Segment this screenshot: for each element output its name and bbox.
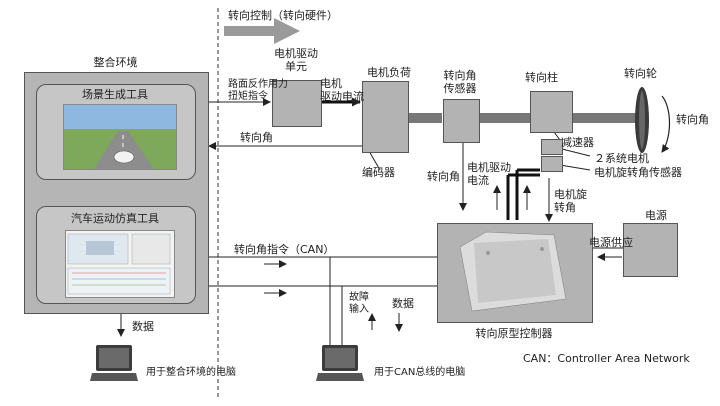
motor-rotation-sensor-label: 电机旋转角传感器 xyxy=(594,166,682,179)
power-supply-label: 电源供应 xyxy=(589,236,633,249)
steering-cmd-can-label: 转向角指令（CAN） xyxy=(234,243,335,256)
data-left-label: 数据 xyxy=(132,320,154,333)
motor-rotation-sensor-box xyxy=(541,156,563,172)
motor-load-box xyxy=(362,81,409,153)
laptop-icon xyxy=(90,345,138,381)
reducer-label: 减速器 xyxy=(561,136,594,149)
steering-wheel-label: 转向轮 xyxy=(624,67,657,80)
steering-angle-sensor-box xyxy=(443,99,480,143)
simulation-preview-image xyxy=(65,230,175,298)
road-reaction-cmd-label: 路面反作用力扭矩指令 xyxy=(228,79,288,102)
two-system-motor-label: ２系统电机 xyxy=(594,152,649,165)
shaft-1 xyxy=(407,113,442,123)
steering-column-label: 转向柱 xyxy=(525,71,558,84)
motor-drive-unit-label: 电机驱动单元 xyxy=(274,47,318,73)
can-note-label: CAN：Controller Area Network xyxy=(523,352,690,365)
shaft-2 xyxy=(478,113,530,123)
pc-integrated-label: 用于整合环境的电脑 xyxy=(146,367,236,378)
shaft-3 xyxy=(571,113,639,123)
rotation-arrow-icon xyxy=(661,95,671,153)
integrated-env-title: 整合环境 xyxy=(93,56,138,69)
prototype-controller-label: 转向原型控制器 xyxy=(475,327,553,340)
steering-angle-back-label: 转向角 xyxy=(240,131,273,144)
power-supply-box xyxy=(623,223,678,277)
laptop-icon xyxy=(316,345,364,381)
steering-angle-down-label: 转向角 xyxy=(427,170,460,183)
scene-tool-label: 场景生成工具 xyxy=(82,88,148,101)
encoder-label: 编码器 xyxy=(362,166,395,179)
motor-drive-current-top-label: 电机驱动电流 xyxy=(320,77,364,103)
steering-angle-right-label: 转向角 xyxy=(676,113,709,126)
power-supply-title: 电源 xyxy=(645,209,667,222)
motor-rotation-angle-label: 电机旋转角 xyxy=(554,188,587,214)
steering-column-box xyxy=(530,91,573,133)
steering-angle-sensor-label: 转向角传感器 xyxy=(443,69,477,95)
data-mid-label: 数据 xyxy=(392,297,414,310)
two-system-motor-box xyxy=(541,139,563,155)
steering-wheel-icon xyxy=(635,87,649,153)
steering-control-label: 转向控制（转向硬件） xyxy=(228,9,338,22)
motor-drive-unit-box xyxy=(272,80,322,127)
scene-preview-image xyxy=(63,104,177,170)
encoder-leader xyxy=(368,150,381,171)
steering-control-arrow-icon xyxy=(224,18,300,44)
controller-board-image xyxy=(459,231,567,312)
fault-input-label: 故障输入 xyxy=(349,292,369,315)
vehicle-tool-label: 汽车运动仿真工具 xyxy=(71,212,159,225)
motor-load-label: 电机负荷 xyxy=(367,66,411,79)
motor-drive-current-down-label: 电机驱动电流 xyxy=(467,161,511,187)
pc-can-label: 用于CAN总线的电脑 xyxy=(374,367,466,378)
